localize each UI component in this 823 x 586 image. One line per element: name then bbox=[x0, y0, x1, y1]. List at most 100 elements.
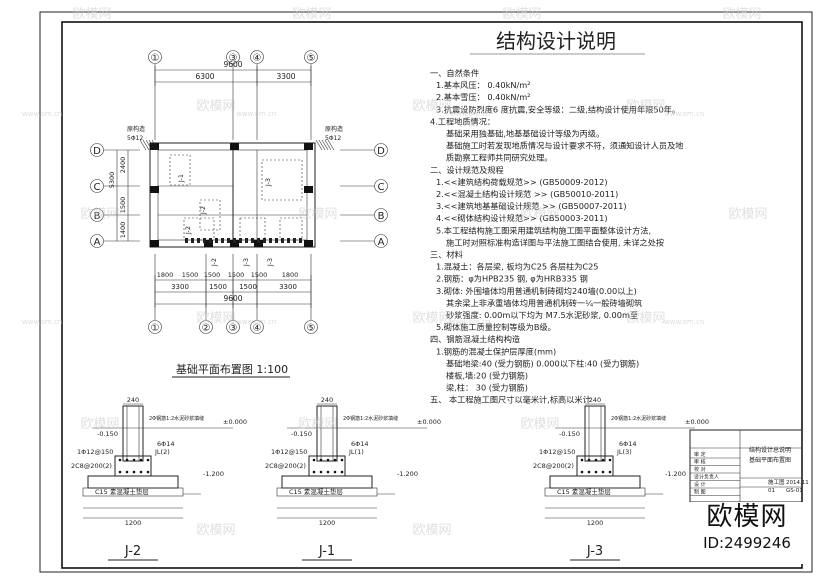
note-line: 其余梁上非承重墙体均用普通机制砖一¼一般砖墙砌筑 bbox=[446, 298, 642, 308]
rebar-dot bbox=[251, 238, 254, 243]
note-line: 1.基本风压： 0.40kN/m² bbox=[436, 80, 530, 90]
detail-bar bbox=[312, 470, 316, 474]
detail-bar bbox=[118, 470, 122, 474]
detail-pad-label: C15 素混凝土垫层 bbox=[95, 487, 149, 496]
axis-label-left: C bbox=[94, 182, 101, 193]
dim-b1: 1500 bbox=[228, 271, 245, 279]
dim-left: 5300 bbox=[108, 172, 116, 189]
note-line: 2.钢筋：φ为HPB235 钢, φ为HRB335 钢 bbox=[436, 274, 588, 284]
rebar-dot bbox=[293, 238, 296, 243]
watermark-site: www.om.cn bbox=[450, 110, 490, 118]
note-line: 3.<<建筑地基基础设计规范 >> (GB50007-2011) bbox=[436, 201, 627, 211]
axis-bubble-left bbox=[90, 208, 104, 222]
watermark-brand: 欧模网 bbox=[298, 207, 337, 222]
footing-pad bbox=[279, 217, 303, 241]
footing-details: 240±0.000-0.1502Φ钢筋1:2水泥砂浆填缝1Φ12@1502C8@… bbox=[71, 396, 709, 561]
note-line: 二、设计规范及规程 bbox=[430, 165, 504, 175]
axis-label-top: ⑤ bbox=[307, 53, 316, 64]
detail-base bbox=[87, 475, 179, 489]
detail-top-dim: 240 bbox=[127, 396, 139, 404]
detail-stem bbox=[122, 405, 144, 462]
rebar-dot bbox=[185, 238, 188, 243]
detail-width: 1200 bbox=[125, 519, 142, 527]
dim-b1: 1500 bbox=[182, 271, 199, 279]
rebar-dot bbox=[227, 238, 230, 243]
watermark-layer: 欧模网欧模网欧模网欧模网欧模网欧模网欧模网欧模网欧模网欧模网欧模网欧模网欧模网欧… bbox=[22, 7, 768, 538]
footing-detail: 240±0.000-0.1502Φ钢筋1:2水泥砂浆填缝1Φ12@1502C8@… bbox=[533, 396, 709, 561]
detail-bars: 1Φ12@150 bbox=[77, 448, 113, 456]
axis-bubble-right bbox=[374, 208, 388, 222]
plan-note-left: 5Φ12 bbox=[127, 135, 143, 142]
note-line: 一、自然条件 bbox=[430, 68, 479, 78]
axis-label-left: B bbox=[94, 211, 101, 222]
dim-b1: 1800 bbox=[282, 271, 299, 279]
note-line: 4.<<砌体结构设计规范>> (GB50003-2011) bbox=[436, 213, 608, 223]
detail-base bbox=[549, 475, 641, 489]
detail-caption: J-1 bbox=[318, 544, 335, 559]
note-line: 基础地梁:40 (受力钢筋) 0.000以下柱:40 (受力钢筋) bbox=[446, 358, 639, 368]
detail-bar bbox=[125, 470, 129, 474]
detail-level2: -0.150 bbox=[559, 430, 580, 438]
axis-bubble-right bbox=[374, 143, 388, 157]
detail-pad bbox=[82, 487, 184, 497]
watermark-brand: 欧模网 bbox=[412, 523, 451, 538]
detail-bar bbox=[312, 458, 316, 462]
watermark-brand: 欧模网 bbox=[722, 7, 761, 22]
footing-pad bbox=[169, 154, 191, 186]
axis-bubble-bottom bbox=[148, 320, 162, 334]
rebar-dot bbox=[239, 238, 242, 243]
detail-bar bbox=[594, 458, 598, 462]
note-line: 五、 本工程施工图尺寸以毫米计,标高以米计 bbox=[430, 395, 591, 405]
brand-name: 欧模网 bbox=[706, 502, 788, 532]
detail-bar bbox=[580, 470, 584, 474]
detail-bar bbox=[608, 458, 612, 462]
axis-bubble-top bbox=[250, 50, 264, 64]
detail-pad-label: C15 素混凝土垫层 bbox=[289, 487, 343, 496]
note-line: 5.砌体施工质量控制等级为B级。 bbox=[436, 322, 556, 332]
axis-bubble-right bbox=[374, 234, 388, 248]
axis-bubble-bottom bbox=[226, 320, 240, 334]
detail-bar bbox=[326, 470, 330, 474]
detail-bars: 1Φ12@150 bbox=[271, 448, 307, 456]
axis-label-top: ① bbox=[151, 53, 160, 64]
watermark-brand: 欧模网 bbox=[298, 417, 337, 432]
plan-note-left: 原构造 bbox=[127, 125, 145, 133]
detail-ring: JL(1) bbox=[348, 448, 364, 456]
plan-note-right: 原构造 bbox=[325, 125, 343, 133]
footing-label: J-2 bbox=[199, 206, 207, 215]
footing-pad bbox=[199, 199, 221, 231]
detail-bar bbox=[139, 470, 143, 474]
hatch bbox=[324, 139, 332, 151]
detail-bar bbox=[594, 470, 598, 474]
dim-b1: 1500 bbox=[204, 271, 221, 279]
rebar-dot bbox=[269, 238, 272, 243]
detail-bar bbox=[319, 458, 323, 462]
note-line: 2.基本雪压： 0.40kN/m² bbox=[436, 92, 530, 102]
watermark-brand: 欧模网 bbox=[72, 7, 111, 22]
hatch bbox=[142, 139, 150, 151]
watermark-site: www.om.cn bbox=[664, 110, 704, 118]
detail-level3: -1.200 bbox=[203, 470, 224, 478]
plan-caption: 基础平面布置图 1:100 bbox=[176, 363, 288, 376]
axis-label-right: D bbox=[377, 146, 385, 157]
footing-label: J-1 bbox=[177, 174, 185, 183]
axis-label-bottom: ② bbox=[202, 323, 211, 334]
plan-note-right: 5Φ12 bbox=[325, 135, 341, 142]
tb-date: 2014.11 bbox=[786, 480, 809, 486]
column bbox=[304, 143, 313, 150]
watermark-site: www.om.cn bbox=[450, 318, 490, 326]
axis-label-right: C bbox=[378, 182, 385, 193]
rebar-dot bbox=[299, 238, 302, 243]
axis-label-right: B bbox=[378, 211, 385, 222]
tb-row: 校 对 bbox=[694, 466, 706, 473]
column bbox=[150, 143, 159, 150]
detail-bar bbox=[125, 458, 129, 462]
footing-pad bbox=[183, 217, 215, 241]
detail-level2: -0.150 bbox=[97, 430, 118, 438]
note-line: 基础采用独基础,地基基础设计等级为丙级。 bbox=[446, 129, 604, 139]
watermark-brand: 欧模网 bbox=[728, 207, 767, 222]
hatch bbox=[148, 139, 156, 151]
axis-bubble-top bbox=[226, 50, 240, 64]
footing-pad bbox=[239, 217, 266, 241]
